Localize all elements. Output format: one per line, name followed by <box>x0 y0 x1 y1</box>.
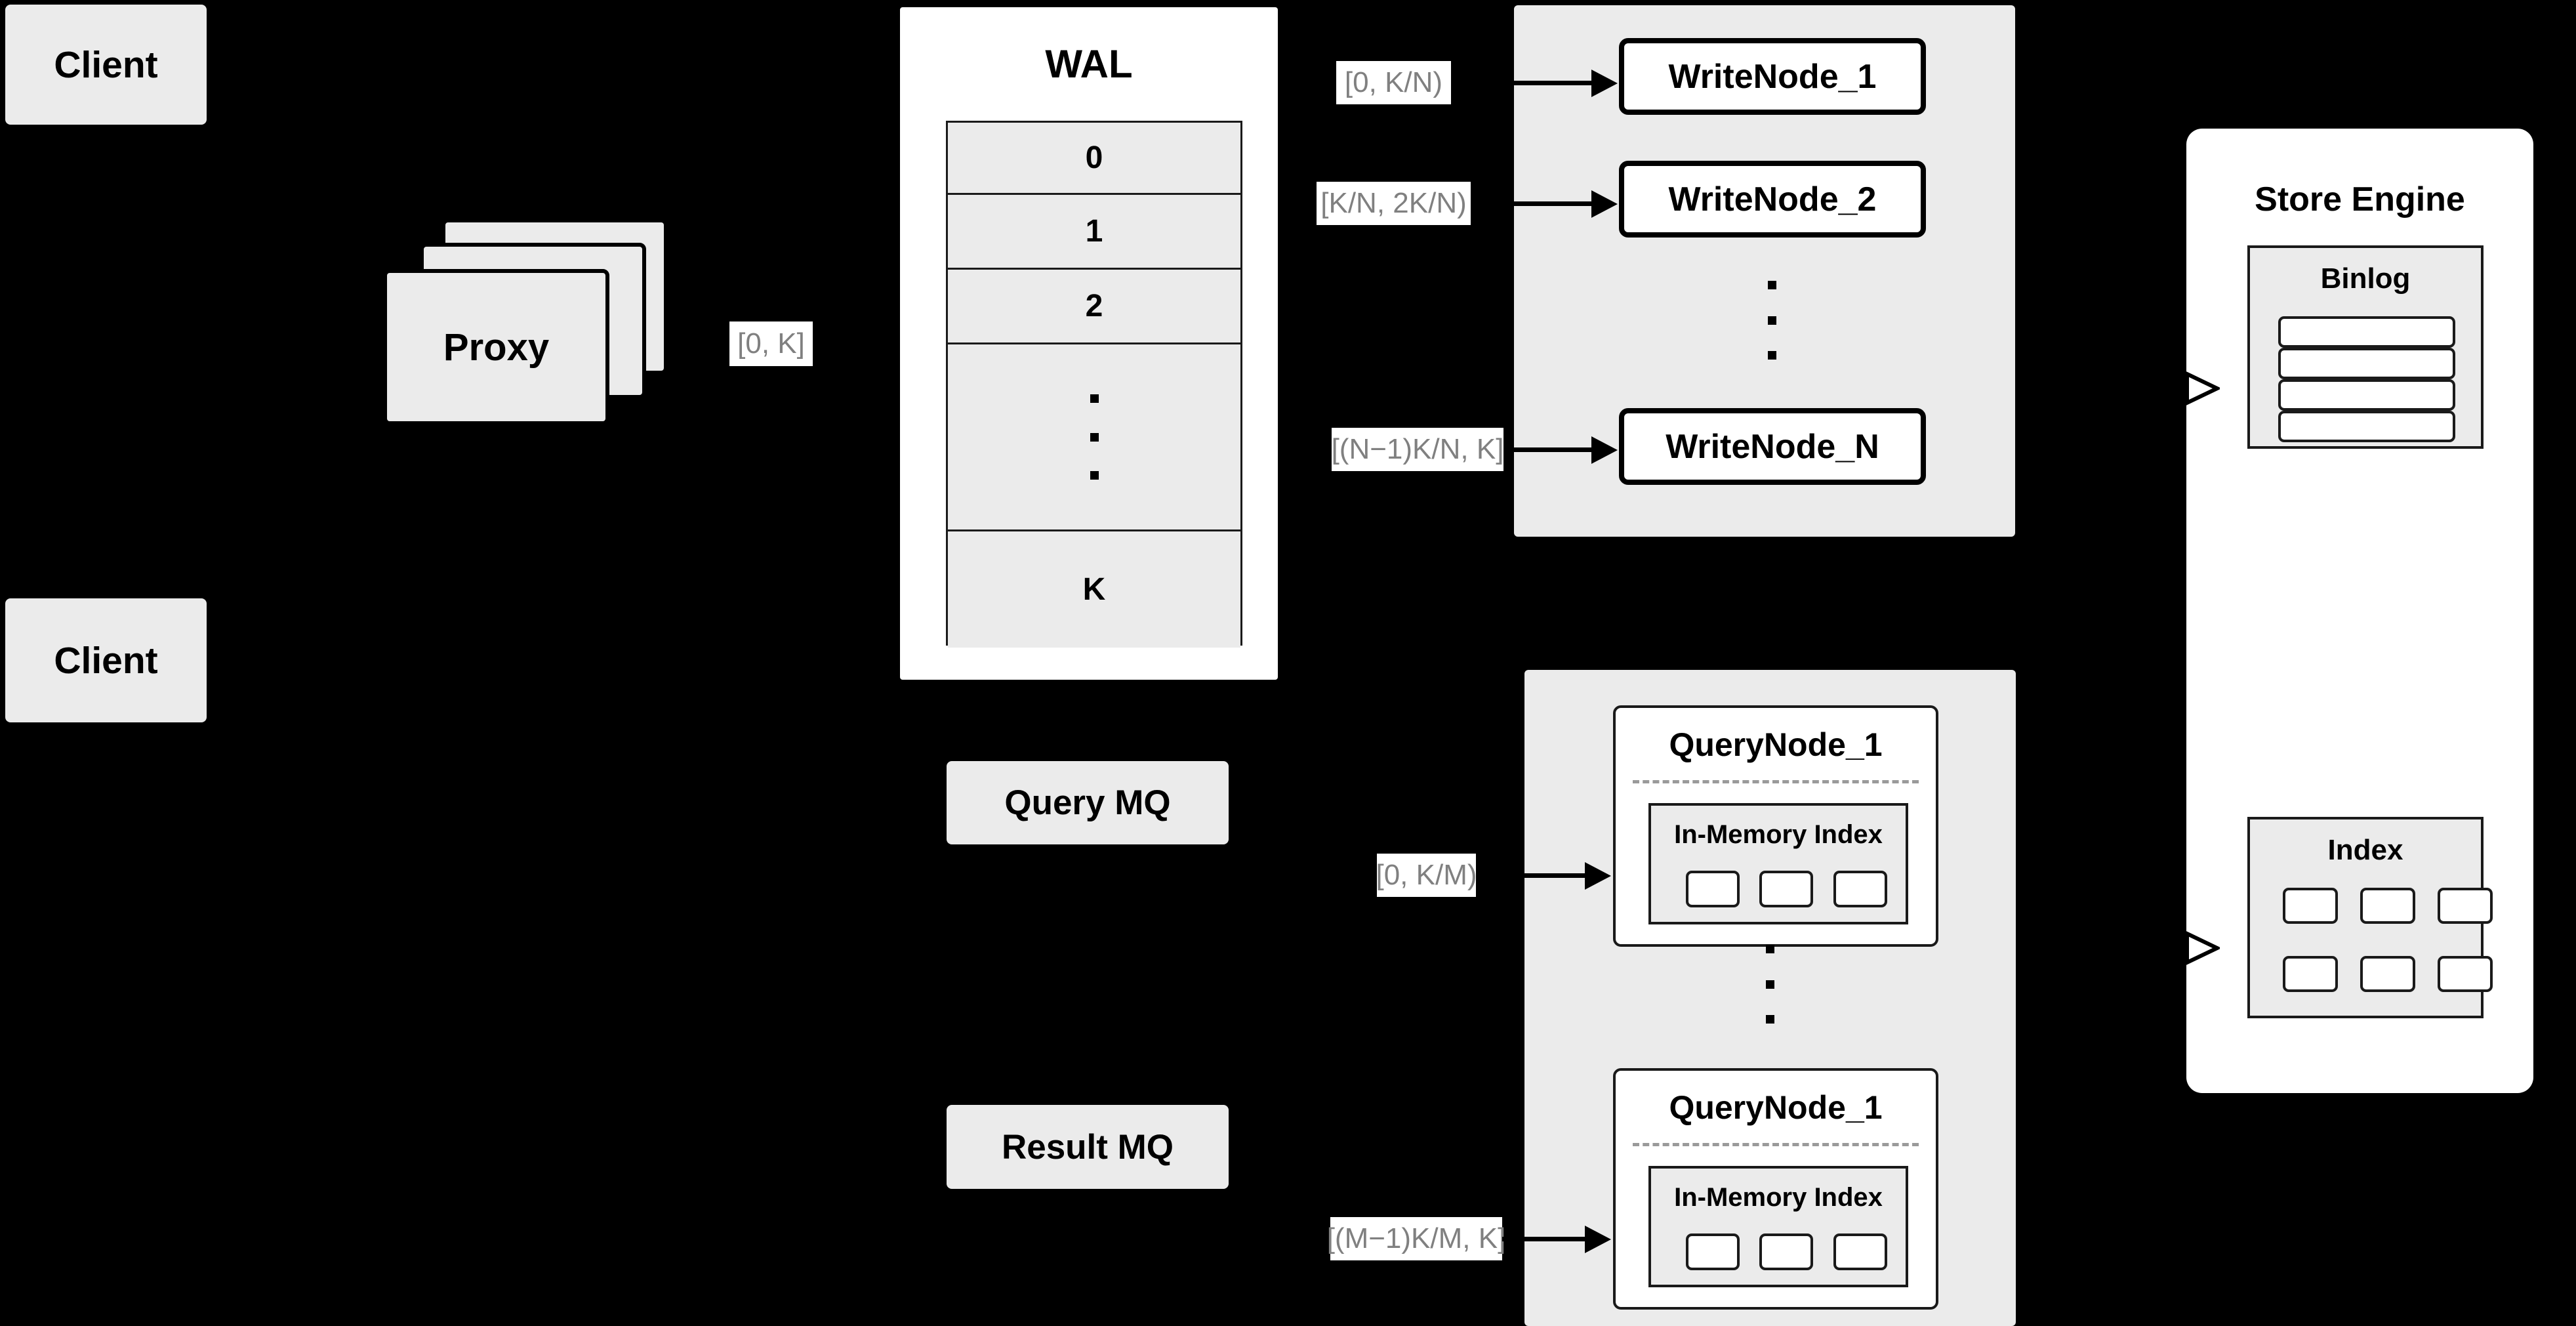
connector-write-n <box>1503 447 1595 452</box>
wal-cell[interactable]: 0 <box>948 123 1240 195</box>
client-label: Client <box>54 43 158 86</box>
index-chip[interactable] <box>2283 888 2338 924</box>
wal-cell-ellipsis <box>948 344 1240 531</box>
binlog-row[interactable] <box>2278 316 2455 348</box>
write-node-label: WriteNode_N <box>1666 427 1879 466</box>
index-chip[interactable] <box>1759 1233 1813 1270</box>
proxy-label: Proxy <box>443 325 550 369</box>
binlog-group: Binlog <box>2247 245 2484 449</box>
arrow-head-index-open-icon <box>2186 931 2220 965</box>
query-node-m[interactable]: QueryNode_1 In-Memory Index <box>1613 1068 1938 1310</box>
binlog-row[interactable] <box>2278 411 2455 442</box>
arrow-head-write-n <box>1591 436 1618 464</box>
index-chip[interactable] <box>1686 871 1740 907</box>
client-box-1[interactable]: Client <box>5 5 207 125</box>
query-mq-box[interactable]: Query MQ <box>947 761 1229 844</box>
connector-query-1 <box>1476 873 1589 878</box>
store-engine-title: Store Engine <box>2255 180 2465 218</box>
index-chip[interactable] <box>1833 871 1887 907</box>
query-node-label: QueryNode_1 <box>1669 726 1883 763</box>
binlog-row[interactable] <box>2278 348 2455 379</box>
wal-panel: WAL 0 1 2 K <box>896 3 1282 684</box>
connector-query-m <box>1502 1237 1589 1241</box>
arrow-head-write-1 <box>1591 70 1618 97</box>
connector-write-2 <box>1471 201 1595 206</box>
wal-cell[interactable]: 2 <box>948 270 1240 344</box>
range-label-write-1: [0, K/N) <box>1336 61 1451 104</box>
arrow-head-binlog-open-icon <box>2186 371 2220 405</box>
range-label-query-m: [(M−1)K/M, K] <box>1327 1217 1505 1260</box>
index-title: Index <box>2327 834 2403 866</box>
in-memory-index-label: In-Memory Index <box>1674 820 1883 849</box>
arrow-head-query-1 <box>1585 862 1611 890</box>
query-node-label: QueryNode_1 <box>1669 1089 1883 1126</box>
range-label-proxy-out: [0, K] <box>729 321 813 366</box>
index-chip[interactable] <box>1759 871 1813 907</box>
index-chip[interactable] <box>2438 956 2493 992</box>
query-node-1[interactable]: QueryNode_1 In-Memory Index <box>1613 705 1938 947</box>
index-chip[interactable] <box>2360 888 2415 924</box>
write-node-1[interactable]: WriteNode_1 <box>1619 38 1926 115</box>
write-cluster-ellipsis-icon <box>1768 281 1776 360</box>
result-mq-label: Result MQ <box>1001 1127 1174 1167</box>
wal-cell[interactable]: 1 <box>948 195 1240 270</box>
proxy-box[interactable]: Proxy <box>383 269 609 425</box>
arrow-head-write-2 <box>1591 190 1618 218</box>
write-node-label: WriteNode_1 <box>1668 57 1877 96</box>
client-box-2[interactable]: Client <box>5 598 207 722</box>
index-chip[interactable] <box>2283 956 2338 992</box>
in-memory-index-label: In-Memory Index <box>1674 1183 1883 1212</box>
write-node-label: WriteNode_2 <box>1668 180 1877 218</box>
range-label-write-2: [K/N, 2K/N) <box>1317 182 1471 225</box>
write-node-2[interactable]: WriteNode_2 <box>1619 161 1926 238</box>
binlog-title: Binlog <box>2320 262 2411 295</box>
range-label-query-1: [0, K/M) <box>1376 854 1477 897</box>
connector-index-in <box>2162 946 2188 949</box>
query-node-divider <box>1633 1143 1919 1146</box>
index-chip[interactable] <box>1833 1233 1887 1270</box>
connector-write-1 <box>1451 81 1595 85</box>
connector-binlog-in <box>2162 386 2188 390</box>
index-chip[interactable] <box>1686 1233 1740 1270</box>
client-label: Client <box>54 639 158 682</box>
index-group: Index <box>2247 817 2493 1018</box>
in-memory-index-m: In-Memory Index <box>1648 1166 1908 1287</box>
query-cluster-ellipsis-icon <box>1766 945 1774 1024</box>
index-chip[interactable] <box>2438 888 2493 924</box>
index-chip[interactable] <box>2360 956 2415 992</box>
store-engine-panel: Store Engine Binlog Index <box>2186 129 2533 1093</box>
result-mq-box[interactable]: Result MQ <box>947 1105 1229 1189</box>
write-node-n[interactable]: WriteNode_N <box>1619 408 1926 485</box>
wal-cell[interactable]: K <box>948 531 1240 648</box>
in-memory-index-1: In-Memory Index <box>1648 803 1908 924</box>
wal-entry-table: 0 1 2 K <box>946 121 1242 648</box>
query-mq-label: Query MQ <box>1004 783 1171 822</box>
binlog-row[interactable] <box>2278 379 2455 411</box>
query-node-divider <box>1633 780 1919 783</box>
arrow-head-query-m <box>1585 1226 1611 1253</box>
range-label-write-n: [(N−1)K/N, K] <box>1332 428 1503 471</box>
wal-title: WAL <box>1045 42 1133 86</box>
vertical-ellipsis-icon <box>1090 394 1099 480</box>
